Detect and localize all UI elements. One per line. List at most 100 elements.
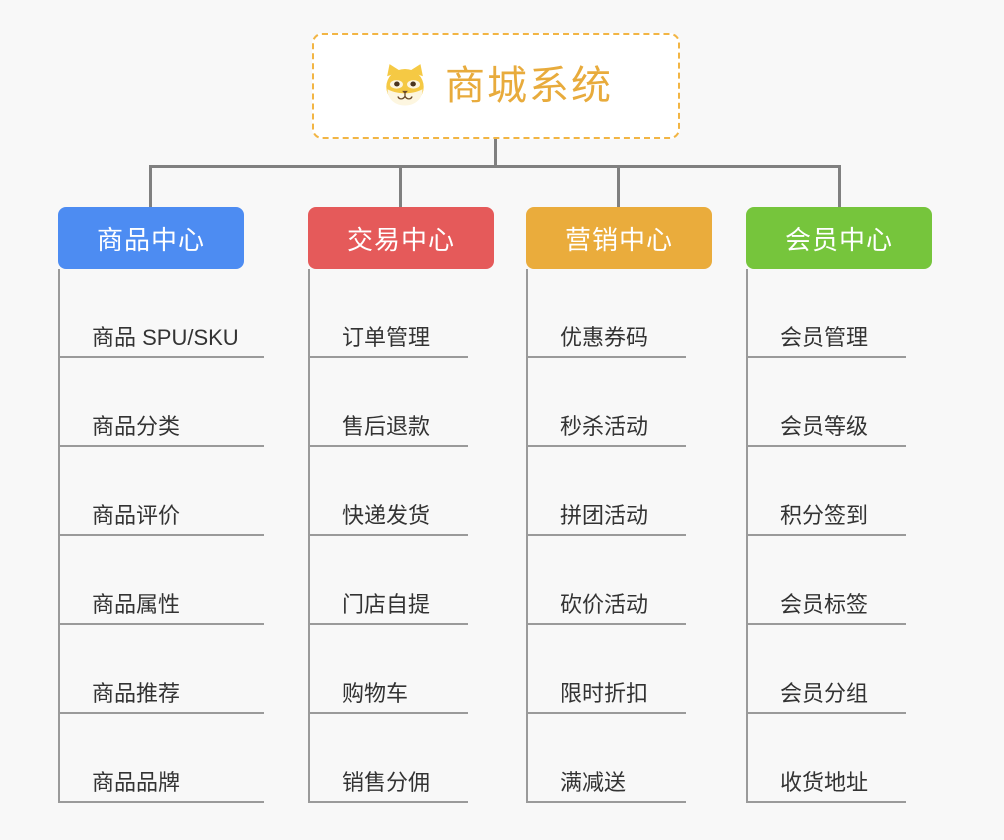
leaf-underline	[526, 712, 686, 714]
leaf-label: 商品 SPU/SKU	[92, 325, 239, 350]
leaf-node[interactable]: 销售分佣	[308, 714, 494, 803]
leaf-underline	[526, 623, 686, 625]
connector-drop-4	[838, 165, 841, 207]
leaf-node[interactable]: 限时折扣	[526, 625, 712, 714]
leaf-node[interactable]: 商品评价	[58, 447, 264, 536]
category-node[interactable]: 交易中心	[308, 207, 494, 269]
connector-root-stem	[494, 139, 497, 167]
leaf-underline	[308, 445, 468, 447]
leaf-label: 积分签到	[780, 503, 869, 528]
leaf-label: 商品分类	[92, 414, 181, 439]
leaf-node[interactable]: 商品属性	[58, 536, 264, 625]
leaf-label: 优惠券码	[560, 325, 649, 350]
leaf-underline	[526, 356, 686, 358]
leaf-label: 会员等级	[780, 414, 869, 439]
leaf-node[interactable]: 会员标签	[746, 536, 932, 625]
leaf-node[interactable]: 积分签到	[746, 447, 932, 536]
leaf-node[interactable]: 商品品牌	[58, 714, 264, 803]
leaf-underline	[308, 623, 468, 625]
leaf-underline	[308, 801, 468, 803]
leaf-node[interactable]: 门店自提	[308, 536, 494, 625]
leaf-list: 会员管理会员等级积分签到会员标签会员分组收货地址	[746, 269, 932, 803]
leaf-underline	[526, 534, 686, 536]
leaf-label: 门店自提	[342, 592, 431, 617]
leaf-underline	[308, 712, 468, 714]
leaf-underline	[746, 801, 906, 803]
category-node[interactable]: 会员中心	[746, 207, 932, 269]
root-node[interactable]: 商城系统	[312, 33, 680, 139]
category-column: 营销中心优惠券码秒杀活动拼团活动砍价活动限时折扣满减送	[526, 207, 712, 803]
leaf-underline	[58, 623, 264, 625]
leaf-node[interactable]: 会员等级	[746, 358, 932, 447]
leaf-node[interactable]: 优惠券码	[526, 269, 712, 358]
leaf-underline	[526, 445, 686, 447]
leaf-node[interactable]: 快递发货	[308, 447, 494, 536]
leaf-node[interactable]: 秒杀活动	[526, 358, 712, 447]
column-spine	[58, 269, 60, 803]
leaf-list: 商品 SPU/SKU 商品分类商品评价商品属性商品推荐商品品牌	[58, 269, 264, 803]
connector-drop-3	[617, 165, 620, 207]
category-column: 商品中心商品 SPU/SKU 商品分类商品评价商品属性商品推荐商品品牌	[58, 207, 264, 803]
column-spine	[746, 269, 748, 803]
leaf-label: 快递发货	[342, 503, 431, 528]
leaf-node[interactable]: 拼团活动	[526, 447, 712, 536]
leaf-list: 优惠券码秒杀活动拼团活动砍价活动限时折扣满减送	[526, 269, 712, 803]
leaf-label: 商品品牌	[92, 770, 181, 795]
leaf-label: 秒杀活动	[560, 414, 649, 439]
leaf-label: 收货地址	[780, 770, 869, 795]
leaf-label: 商品属性	[92, 592, 181, 617]
leaf-underline	[58, 534, 264, 536]
leaf-node[interactable]: 会员管理	[746, 269, 932, 358]
leaf-label: 商品推荐	[92, 681, 181, 706]
column-spine	[526, 269, 528, 803]
leaf-label: 购物车	[342, 681, 409, 706]
category-column: 会员中心会员管理会员等级积分签到会员标签会员分组收货地址	[746, 207, 932, 803]
leaf-underline	[58, 712, 264, 714]
leaf-underline	[746, 534, 906, 536]
leaf-underline	[746, 445, 906, 447]
leaf-underline	[746, 712, 906, 714]
leaf-label: 砍价活动	[560, 592, 649, 617]
leaf-label: 会员标签	[780, 592, 869, 617]
shiba-inu-dog-face-icon	[379, 60, 431, 112]
leaf-label: 满减送	[560, 770, 627, 795]
category-label: 会员中心	[784, 224, 893, 255]
category-label: 营销中心	[564, 224, 673, 255]
connector-drop-2	[399, 165, 402, 207]
leaf-node[interactable]: 商品分类	[58, 358, 264, 447]
leaf-label: 限时折扣	[560, 681, 649, 706]
leaf-list: 订单管理售后退款快递发货门店自提购物车销售分佣	[308, 269, 494, 803]
leaf-label: 商品评价	[92, 503, 181, 528]
leaf-node[interactable]: 订单管理	[308, 269, 494, 358]
leaf-underline	[746, 623, 906, 625]
leaf-node[interactable]: 商品 SPU/SKU	[58, 269, 264, 358]
leaf-underline	[58, 445, 264, 447]
category-label: 商品中心	[96, 224, 205, 255]
category-column: 交易中心订单管理售后退款快递发货门店自提购物车销售分佣	[308, 207, 494, 803]
leaf-underline	[58, 356, 264, 358]
leaf-label: 销售分佣	[342, 770, 431, 795]
root-title: 商城系统	[445, 64, 613, 108]
connector-drop-1	[149, 165, 152, 207]
leaf-label: 拼团活动	[560, 503, 649, 528]
leaf-label: 售后退款	[342, 414, 431, 439]
leaf-node[interactable]: 购物车	[308, 625, 494, 714]
category-node[interactable]: 商品中心	[58, 207, 244, 269]
leaf-node[interactable]: 售后退款	[308, 358, 494, 447]
leaf-node[interactable]: 砍价活动	[526, 536, 712, 625]
leaf-underline	[746, 356, 906, 358]
column-spine	[308, 269, 310, 803]
leaf-node[interactable]: 满减送	[526, 714, 712, 803]
leaf-underline	[308, 534, 468, 536]
category-label: 交易中心	[346, 224, 455, 255]
category-node[interactable]: 营销中心	[526, 207, 712, 269]
leaf-node[interactable]: 会员分组	[746, 625, 932, 714]
leaf-underline	[58, 801, 264, 803]
leaf-node[interactable]: 商品推荐	[58, 625, 264, 714]
leaf-underline	[308, 356, 468, 358]
connector-horizontal-bus	[149, 165, 841, 168]
leaf-underline	[526, 801, 686, 803]
leaf-node[interactable]: 收货地址	[746, 714, 932, 803]
leaf-label: 会员管理	[780, 325, 869, 350]
